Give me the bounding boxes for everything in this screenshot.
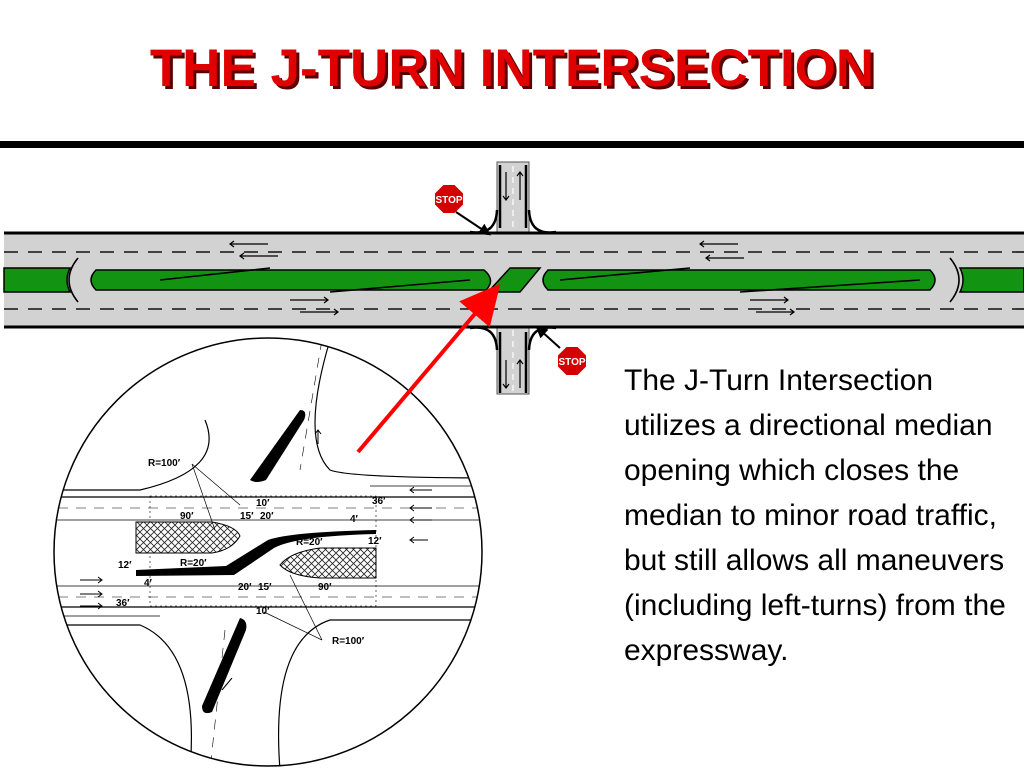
svg-text:10′: 10′: [256, 498, 270, 509]
lane-arrow-icon: [229, 171, 795, 389]
median-left: [3, 267, 72, 293]
svg-text:4′: 4′: [350, 514, 359, 525]
svg-text:12′: 12′: [118, 560, 132, 571]
title-divider: [0, 141, 1024, 148]
stop-sign-icon: STOP: [535, 325, 588, 377]
svg-text:STOP: STOP: [435, 195, 462, 206]
svg-text:10′: 10′: [256, 606, 270, 617]
svg-text:12′: 12′: [368, 536, 382, 547]
svg-text:STOP: STOP: [558, 357, 585, 368]
svg-text:4′: 4′: [144, 578, 153, 589]
svg-text:36′: 36′: [372, 496, 386, 507]
svg-text:20′: 20′: [260, 511, 274, 522]
directional-median: [136, 530, 376, 576]
description-text: The J-Turn Intersection utilizes a direc…: [624, 364, 1006, 667]
svg-text:R=20′: R=20′: [296, 537, 323, 548]
svg-text:R=100′: R=100′: [332, 636, 365, 647]
overview-plan: [3, 161, 1024, 395]
hatched-island-left: [135, 521, 241, 554]
median-right: [542, 269, 936, 291]
slide-title: THE J-TURN INTERSECTION: [149, 39, 875, 98]
red-pointer-arrow-icon: [356, 283, 501, 454]
svg-text:90′: 90′: [180, 511, 194, 522]
svg-text:15′: 15′: [258, 582, 272, 593]
hatched-island-right: [279, 547, 377, 579]
svg-text:20′: 20′: [238, 582, 252, 593]
svg-text:R=20′: R=20′: [180, 558, 207, 569]
svg-text:R=100′: R=100′: [148, 458, 181, 469]
detail-circle: R=100′ R=100′ R=20′ R=20′ 90′ 90′ 15′ 20…: [53, 337, 483, 767]
svg-text:90′: 90′: [318, 582, 332, 593]
svg-text:36′: 36′: [116, 598, 130, 609]
svg-text:15′: 15′: [240, 511, 254, 522]
stop-sign-icon: STOP: [433, 183, 491, 236]
